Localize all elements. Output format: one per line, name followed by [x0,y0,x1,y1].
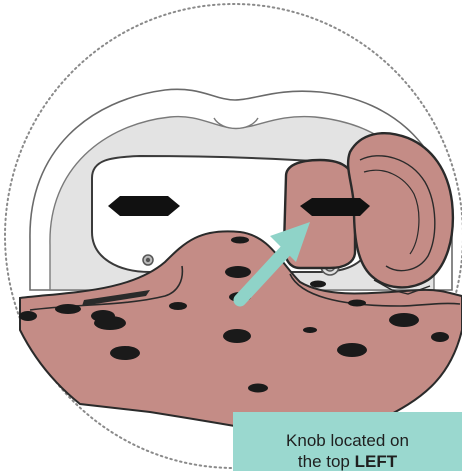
callout-line-1: Knob located on [241,430,454,451]
left-slot [108,196,180,216]
callout-line-2: the top LEFT [241,451,454,471]
small-screw-center [146,258,150,262]
callout-line-2-prefix: the top [298,452,355,471]
callout-emphasis: LEFT [355,452,398,471]
callout-box: Knob located on the top LEFT [233,412,462,471]
